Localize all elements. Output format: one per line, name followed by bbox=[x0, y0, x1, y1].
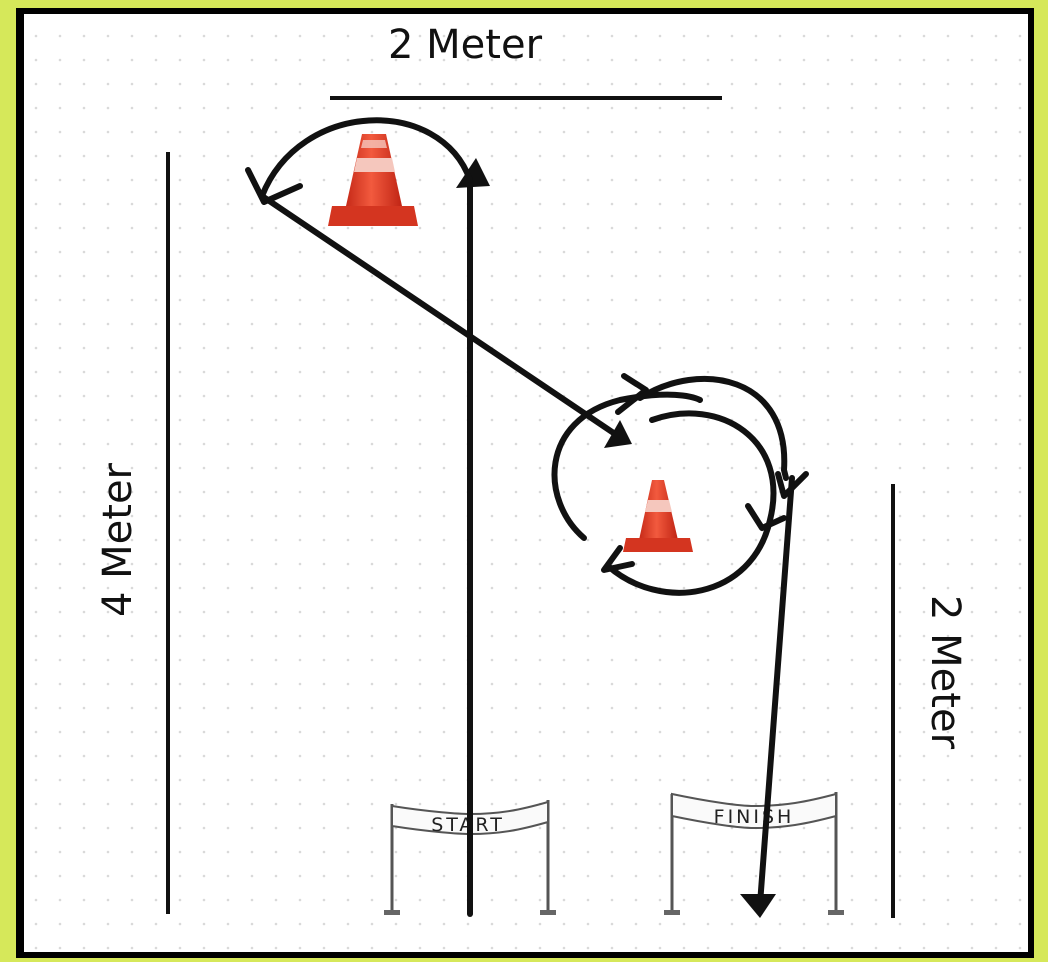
loop-left bbox=[551, 391, 703, 541]
dot-grid bbox=[24, 14, 1028, 952]
arrow-head-icon bbox=[615, 373, 649, 415]
arrow-head-icon bbox=[775, 471, 809, 499]
loop-outer bbox=[637, 375, 789, 481]
diagonal-line bbox=[259, 193, 627, 443]
right-dimension-label: 2 Meter bbox=[922, 595, 968, 750]
arrow-head-icon bbox=[740, 894, 776, 918]
arrow-head-icon bbox=[601, 545, 635, 573]
arrow-head-icon bbox=[456, 158, 490, 188]
arrow-head-icon bbox=[245, 167, 303, 205]
finish-banner-icon: FINISH bbox=[664, 792, 844, 915]
loop-inner bbox=[605, 410, 777, 596]
left-dimension-label: 4 Meter bbox=[95, 462, 141, 617]
movement-path bbox=[245, 117, 809, 918]
top-arc bbox=[259, 117, 473, 199]
traffic-cone-icon bbox=[623, 480, 693, 552]
finish-run-line bbox=[757, 475, 795, 907]
top-dimension-label: 2 Meter bbox=[388, 22, 543, 68]
finish-label: FINISH bbox=[714, 806, 795, 828]
arrow-head-icon bbox=[604, 420, 632, 448]
start-label: START bbox=[431, 814, 505, 836]
traffic-cone-icon bbox=[328, 134, 418, 226]
arrow-head-icon bbox=[745, 503, 787, 531]
